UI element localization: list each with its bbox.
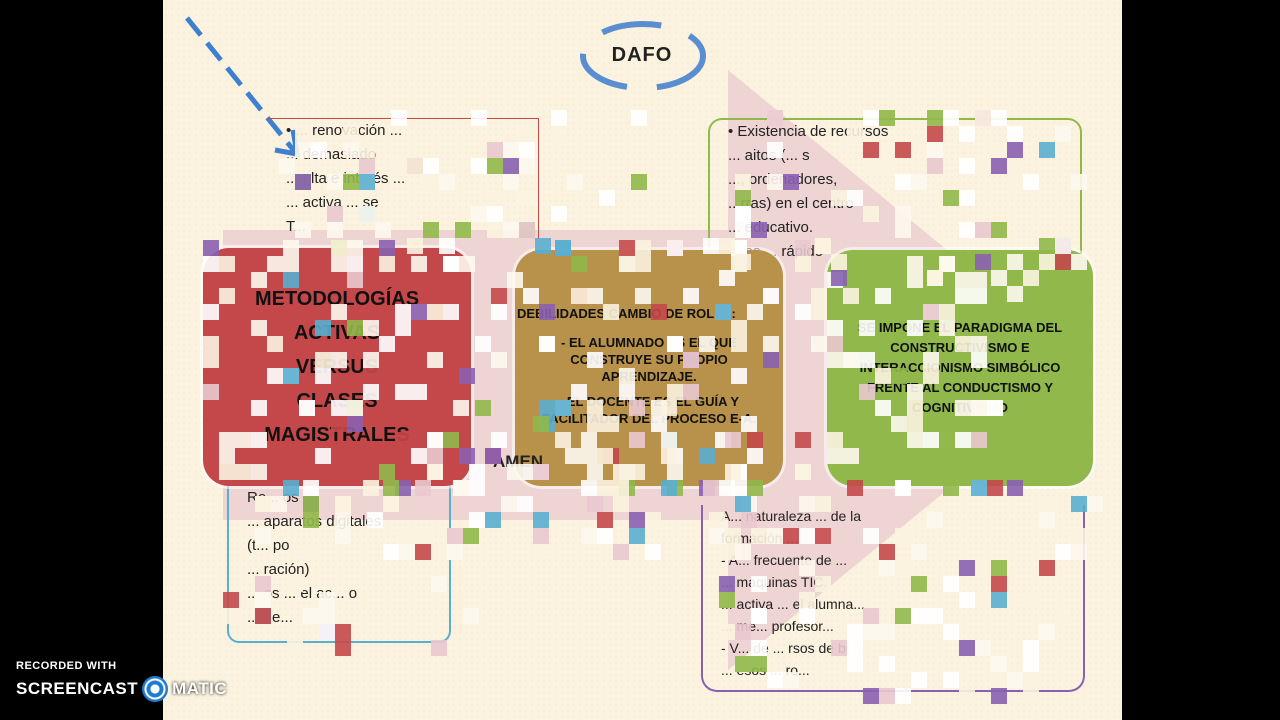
box-title: DEBILIDADES CAMBIO DE ROLES: [517,305,736,322]
panel-line: ... ne... [247,609,293,626]
panel-line: ... educativo. [728,219,814,236]
watermark-brand-left: SCREENCAST [16,679,139,698]
dafo-ring-icon [580,21,706,91]
panel-line: ... activa ... se [286,194,379,211]
screencast-logo-icon [142,676,169,702]
panel-line: ... maquinas TIC. [721,574,828,590]
panel-line: ... os ... el ac... o [247,585,358,602]
box-bullet: - EL ALUMNADO ES EL QUE CONSTRUYE SU PRO… [561,335,737,384]
box-line: CLASES [296,390,378,412]
panel-line: (t... po [247,537,290,554]
watermark-brand: SCREENCAST MATIC [16,676,227,702]
methodologies-box: METODOLOGÍAS ACTIVAS VERSUS CLASES MAGIS… [203,248,471,486]
panel-line: ... me... profesor... [721,618,834,634]
panel-line: ... esos ... ro... [721,662,810,678]
box-line: METODOLOGÍAS [254,288,420,310]
weaknesses-panel: A... naturaleza ... de la formación ... … [701,505,1085,692]
panel-line: formación ... [721,530,799,546]
panel-line: ... activa ... el alumna... [721,596,865,612]
panel-line: - V... de ... rsos de br... [721,640,862,656]
panel-line: • Existencia de recursos [728,123,889,140]
watermark-caption: RECORDED WITH [16,660,117,672]
paradigm-box: SE IMPONE EL PARADIGMA DEL CONSTRUCTIVIS… [827,250,1093,486]
screencast-watermark: RECORDED WITH SCREENCAST MATIC [16,660,227,702]
panel-line: ... aparatos digitales [247,513,382,530]
panel-line: ... alta e interés ... [286,170,406,187]
panel-line: ... demasiado [286,146,377,163]
role-change-box: DEBILIDADES CAMBIO DE ROLES: - EL ALUMNA… [515,250,783,486]
box-line: VERSUS [295,356,379,378]
threats-panel: Ro... os ... aparatos digitales (t... po… [227,486,451,643]
panel-line: ...rras) en el centro [728,195,854,212]
watermark-brand-right: MATIC [172,679,228,698]
slide-canvas: DAFO • ... renovación ... ... demasiado … [163,0,1122,720]
box-line: MAGISTRALES [264,424,410,446]
box-bullet: - EL DOCENTE ES EL GUÍA Y FACILITADOR DE… [541,394,757,426]
panel-line: ... ración) [247,561,310,578]
box-line: ACTIVAS [293,322,381,344]
strengths-panel: • ... renovación ... ... demasiado ... a… [268,118,539,239]
panel-line: - A... frecuente de ... [721,552,848,568]
weaknesses-label: DEBILIDADES [517,306,606,321]
box-line: SE IMPONE EL PARADIGMA DEL CONSTRUCTIVIS… [857,320,1063,415]
slide-title: DAFO [611,43,673,66]
threats-label: AMEN [493,452,544,471]
panel-line: ... aitos (... s [728,147,810,164]
panel-line: A... naturaleza ... de la [721,508,862,524]
panel-line: • ... renovación ... [286,122,403,139]
panel-line: T... [286,218,307,235]
panel-line: Ro... os [247,489,299,506]
box-line: CAMBIO DE ROLES: [608,306,736,321]
panel-line: ..., ordenadores, [728,171,838,188]
